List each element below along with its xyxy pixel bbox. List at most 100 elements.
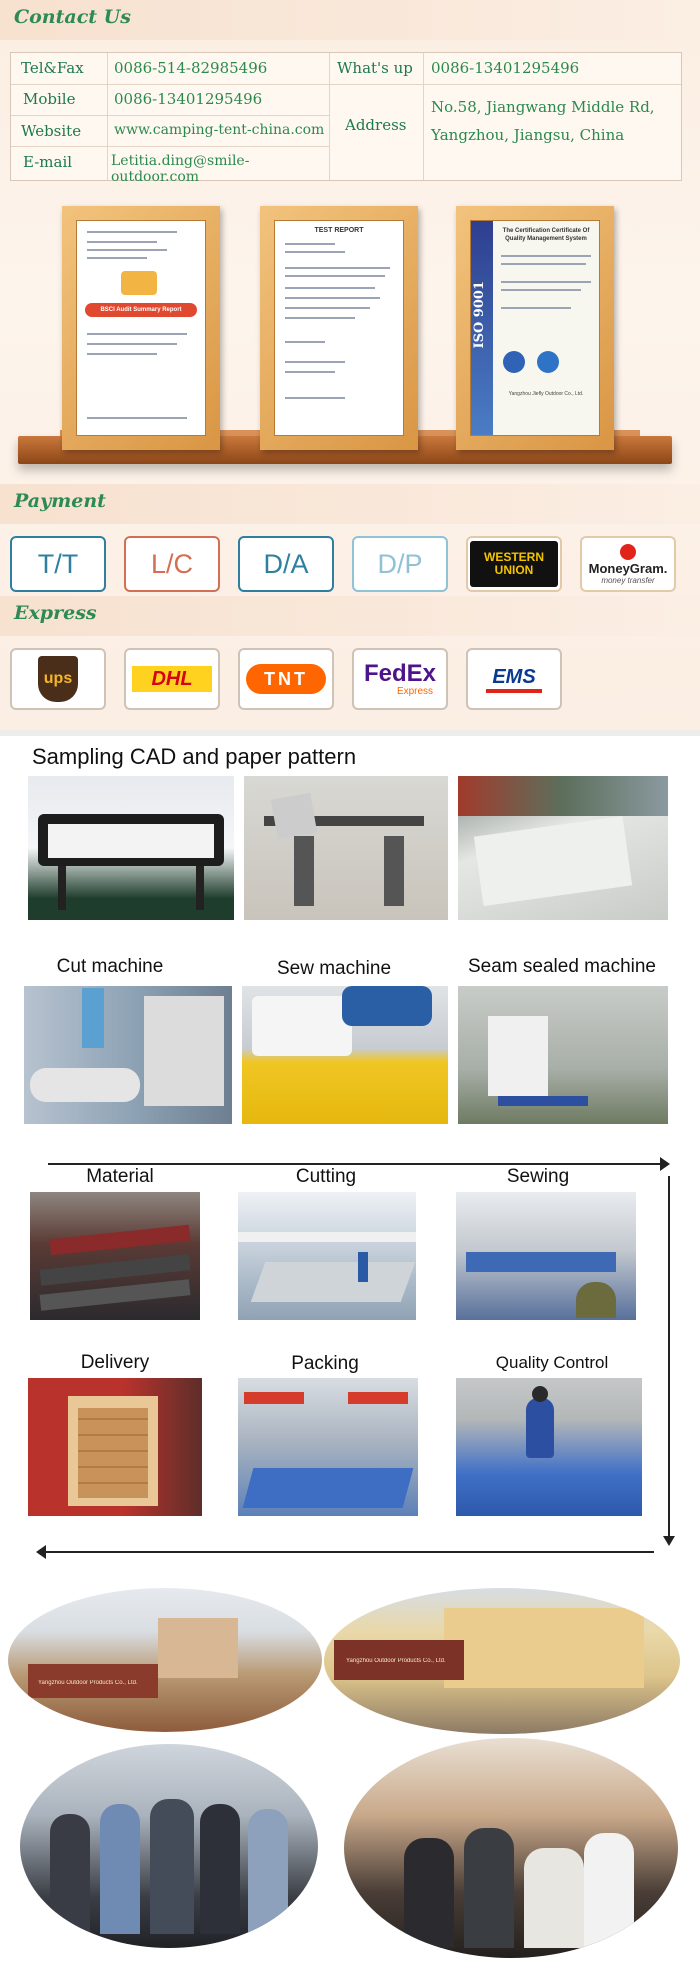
mobile-value: 0086-13401295496: [114, 90, 263, 108]
iso-side-band: [471, 221, 493, 435]
factory-gate-photo-left: Yangzhou Outdoor Products Co., Ltd.: [8, 1588, 322, 1732]
address-line2: Yangzhou, Jiangsu, China: [431, 126, 625, 144]
packing-label: Packing: [291, 1353, 359, 1374]
quality-control-photo: [456, 1378, 642, 1516]
packing-photo: [238, 1378, 418, 1516]
divider: [107, 53, 108, 180]
address-line1: No.58, Jiangwang Middle Rd,: [431, 98, 655, 116]
test-report-title: TEST REPORT: [314, 227, 364, 234]
tel-label: Tel&Fax: [21, 59, 84, 77]
contact-header: Contact Us: [0, 0, 700, 40]
sewing-photo: [456, 1192, 636, 1320]
quality-control-label: Quality Control: [495, 1353, 609, 1372]
fedex-logo: FedEx Express: [352, 648, 448, 710]
pattern-table-photo: [458, 776, 668, 920]
contact-table: Tel&Fax 0086-514-82985496 What's up 0086…: [10, 52, 682, 185]
iso-heading: The Certification Certificate Of Quality…: [502, 228, 590, 242]
iaf-badge-icon: [537, 351, 559, 373]
material-label: Material: [86, 1166, 154, 1187]
magnifier-icon: [121, 271, 157, 295]
cutting-label: Cutting: [295, 1166, 357, 1187]
divider: [423, 53, 424, 180]
divider: [329, 53, 330, 180]
iaf-badge-icon: [503, 351, 525, 373]
team-photo-left: [20, 1744, 318, 1948]
dp-label: D/P: [377, 548, 423, 579]
arrow-left-icon: [36, 1545, 46, 1559]
tnt-logo-text: TNT: [264, 668, 308, 689]
arrow-down-icon: [663, 1536, 675, 1546]
ups-logo-text: ups: [43, 670, 73, 687]
cutting-photo: [238, 1192, 416, 1320]
whatsup-value: 0086-13401295496: [431, 59, 580, 77]
tt-payment-badge: T/T: [10, 536, 106, 592]
iso-certificate-frame: ISO 9001 The Certification Certificate O…: [456, 206, 614, 450]
tt-label: T/T: [37, 548, 79, 579]
sewing-label: Sewing: [506, 1166, 570, 1187]
iso-vertical-text: ISO 9001: [472, 281, 487, 349]
payment-header: Payment: [0, 484, 700, 524]
paper-pattern-photo: [244, 776, 448, 920]
flow-line-right: [668, 1176, 670, 1540]
fedex-express-text: Express: [396, 685, 434, 697]
ems-logo-text: EMS: [486, 666, 542, 693]
da-payment-badge: D/A: [238, 536, 334, 592]
dhl-logo-text: DHL: [151, 667, 193, 690]
test-report-frame: TEST REPORT: [260, 206, 418, 450]
address-label: Address: [345, 116, 407, 134]
fedex-logo-text: FedEx: [363, 659, 437, 687]
contact-row: E-mail Letitia.ding@smile-outdoor.com: [11, 146, 329, 185]
company-info-panel: Contact Us Tel&Fax 0086-514-82985496 Wha…: [0, 0, 700, 735]
flow-line-bottom: [44, 1551, 654, 1553]
delivery-photo: [28, 1378, 202, 1516]
bsci-certificate-frame: BSCI Audit Summary Report: [62, 206, 220, 450]
sew-machine-label: Sew machine: [276, 958, 392, 979]
tnt-logo: TNT: [238, 648, 334, 710]
contact-title: Contact Us: [14, 6, 131, 28]
western-union-badge: WESTERN UNION: [466, 536, 562, 592]
bsci-certificate: BSCI Audit Summary Report: [76, 220, 206, 436]
cad-plotter-photo: [28, 776, 234, 920]
moneygram-sub: money transfer: [601, 575, 655, 585]
moneygram-badge: MoneyGram. money transfer: [580, 536, 676, 592]
contact-row: Website www.camping-tent-china.com: [11, 115, 329, 147]
website-link[interactable]: www.camping-tent-china.com: [114, 122, 325, 138]
factory-sign-left: Yangzhou Outdoor Products Co., Ltd.: [38, 1680, 138, 1686]
sampling-title: Sampling CAD and paper pattern: [32, 744, 357, 769]
western-union-logo: WESTERN UNION: [484, 550, 544, 577]
seam-sealed-machine-label: Seam sealed machine: [468, 956, 656, 977]
contact-row: Mobile 0086-13401295496: [11, 84, 329, 116]
material-photo: [30, 1192, 200, 1320]
sew-machine-photo: [242, 986, 448, 1124]
dhl-logo: DHL: [124, 648, 220, 710]
bsci-report-label: BSCI Audit Summary Report: [85, 303, 197, 317]
ups-logo: ups: [10, 648, 106, 710]
test-report: TEST REPORT: [274, 220, 404, 436]
delivery-label: Delivery: [80, 1352, 150, 1373]
da-label: D/A: [263, 548, 309, 579]
factory-sign-right: Yangzhou Outdoor Products Co., Ltd.: [346, 1658, 446, 1664]
express-title: Express: [14, 602, 97, 624]
whatsup-label: What's up: [337, 59, 413, 77]
team-photo-right: [344, 1738, 678, 1958]
mobile-label: Mobile: [23, 90, 76, 108]
iso-certificate: ISO 9001 The Certification Certificate O…: [470, 220, 600, 436]
flow-line-top: [48, 1163, 668, 1165]
dp-payment-badge: D/P: [352, 536, 448, 592]
website-label: Website: [21, 122, 82, 140]
seam-sealed-machine-photo: [458, 986, 668, 1124]
cut-machine-label: Cut machine: [56, 956, 164, 977]
lc-payment-badge: L/C: [124, 536, 220, 592]
express-header: Express: [0, 596, 700, 636]
moneygram-logo: MoneyGram.: [588, 560, 668, 576]
cut-machine-photo: [24, 986, 232, 1124]
email-label: E-mail: [23, 153, 73, 171]
ems-logo: EMS: [466, 648, 562, 710]
moneygram-logo-icon: [620, 543, 636, 560]
iso-company: Yangzhou Jiefly Outdoor Co., Ltd.: [508, 391, 584, 397]
arrow-right-icon: [660, 1157, 670, 1171]
contact-row: Tel&Fax 0086-514-82985496 What's up 0086…: [11, 53, 681, 85]
factory-gate-photo-right: Yangzhou Outdoor Products Co., Ltd.: [324, 1588, 680, 1734]
email-link[interactable]: Letitia.ding@smile-outdoor.com: [111, 153, 250, 185]
section-divider: [0, 730, 700, 736]
